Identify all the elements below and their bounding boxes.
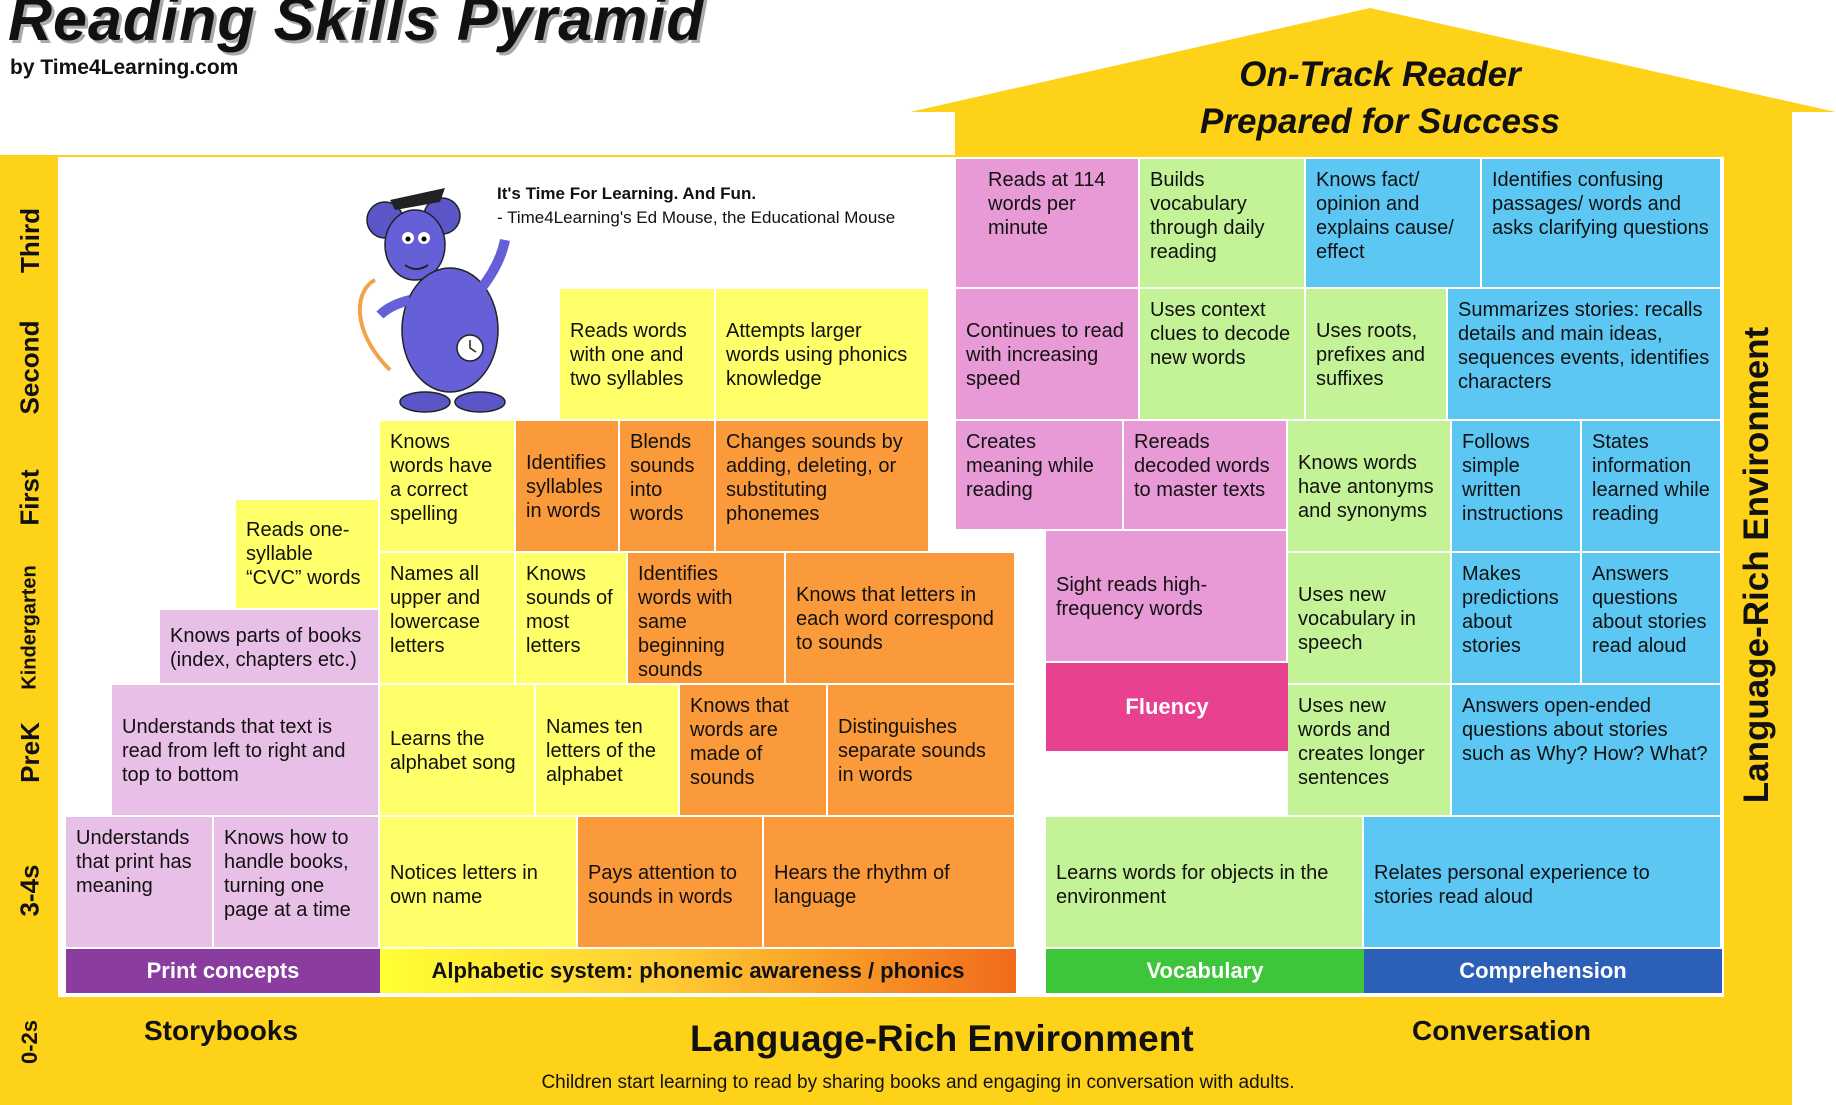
skill-cell: Knows fact/ opinion and explains cause/ … xyxy=(1306,159,1482,289)
skill-cell: Hears the rhythm of language xyxy=(764,817,1016,949)
skill-cell: Distinguishes separate sounds in words xyxy=(828,685,1016,817)
skill-cell: Knows words have a correct spelling xyxy=(380,421,516,553)
skill-cell: Knows how to handle books, turning one p… xyxy=(214,817,380,949)
skill-cell: Pays attention to sounds in words xyxy=(578,817,764,949)
skill-cell: Knows sounds of most letters xyxy=(516,553,628,685)
skill-cell: Summarizes stories: recalls details and … xyxy=(1448,289,1722,421)
skill-cell: Names ten letters of the alphabet xyxy=(536,685,680,817)
skill-cell: Sight reads high-frequency words xyxy=(1046,531,1288,663)
environment-label: Language-Rich Environment xyxy=(690,1018,1194,1059)
skill-cell: Identifies words with same beginning sou… xyxy=(628,553,786,685)
skill-cell: Knows words have antonyms and synonyms xyxy=(1288,421,1452,553)
byline: by Time4Learning.com xyxy=(10,56,239,79)
skill-cell: Reads at 114 words per minute xyxy=(956,159,1140,289)
stair-row-third xyxy=(58,157,954,289)
skill-cell: Uses context clues to decode new words xyxy=(1140,289,1306,421)
conversation-label: Conversation xyxy=(1412,1015,1591,1046)
skill-cell: Learns words for objects in the environm… xyxy=(1046,817,1364,949)
grade-label-third: Third xyxy=(14,207,45,273)
skill-cell: Identifies syllables in words xyxy=(516,421,620,553)
roof-line-2: Prepared for Success xyxy=(1200,102,1560,141)
storybooks-label: Storybooks xyxy=(144,1015,299,1046)
skill-cell: Answers open-ended questions about stori… xyxy=(1452,685,1722,817)
category-print-concepts: Print concepts xyxy=(66,949,380,993)
category-fluency: Fluency xyxy=(1046,663,1288,751)
skill-cell: Attempts larger words using phonics know… xyxy=(716,289,930,421)
skill-cell: Knows parts of books (index, chapters et… xyxy=(160,610,380,685)
side-label: Language-Rich Environment xyxy=(1737,326,1776,804)
skill-cell: Reads one-syllable “CVC” words xyxy=(236,500,380,610)
skill-cell: Makes predictions about stories xyxy=(1452,553,1582,685)
skill-cell: Reads words with one and two syllables xyxy=(560,289,716,421)
skill-cell: Builds vocabulary through daily reading xyxy=(1140,159,1306,289)
skill-cell: Relates personal experience to stories r… xyxy=(1364,817,1722,949)
grade-label-kindergarten: Kindergarten xyxy=(18,564,41,690)
skill-cell: Identifies confusing passages/ words and… xyxy=(1482,159,1722,289)
roof-line-1: On-Track Reader xyxy=(1239,55,1521,94)
skill-cell: Changes sounds by adding, deleting, or s… xyxy=(716,421,930,553)
skill-cell: Knows that words are made of sounds xyxy=(680,685,828,817)
skill-cell: Uses roots, prefixes and suffixes xyxy=(1306,289,1448,421)
skill-cell: Continues to read with increasing speed xyxy=(956,289,1140,421)
skill-cell: Understands that text is read from left … xyxy=(112,685,380,817)
caption: Children start learning to read by shari… xyxy=(541,1072,1295,1093)
skill-cell: Names all upper and lowercase letters xyxy=(380,553,516,685)
skill-cell: Knows that letters in each word correspo… xyxy=(786,553,1016,685)
skill-cell: Blends sounds into words xyxy=(620,421,716,553)
skill-cell: Uses new vocabulary in speech xyxy=(1288,553,1452,685)
skill-cell: Notices letters in own name xyxy=(380,817,578,949)
skill-cell: Rereads decoded words to master texts xyxy=(1124,421,1288,531)
grade-label-second: Second xyxy=(14,320,45,414)
skill-cell: Understands that print has meaning xyxy=(66,817,214,949)
grade-label-3-4s: 3-4s xyxy=(14,863,45,917)
skill-cell: States information learned while reading xyxy=(1582,421,1722,553)
skill-cell: Uses new words and creates longer senten… xyxy=(1288,685,1452,817)
category-vocabulary: Vocabulary xyxy=(1046,949,1364,993)
mouse-mascot-icon xyxy=(357,188,510,413)
quote-line-1: It's Time For Learning. And Fun. xyxy=(497,184,757,203)
skill-cell: Follows simple written instructions xyxy=(1452,421,1582,553)
quote-line-2: - Time4Learning's Ed Mouse, the Educatio… xyxy=(497,208,896,227)
page-title: Reading Skills Pyramid xyxy=(8,0,705,53)
skill-cell: Learns the alphabet song xyxy=(380,685,536,817)
category-alphabetic-system: Alphabetic system: phonemic awareness / … xyxy=(380,949,1016,993)
skill-cell: Creates meaning while reading xyxy=(956,421,1124,531)
grade-label-first: First xyxy=(14,468,45,526)
skill-cell: Answers questions about stories read alo… xyxy=(1582,553,1722,685)
grade-label-prek: PreK xyxy=(14,721,45,783)
category-comprehension: Comprehension xyxy=(1364,949,1722,993)
